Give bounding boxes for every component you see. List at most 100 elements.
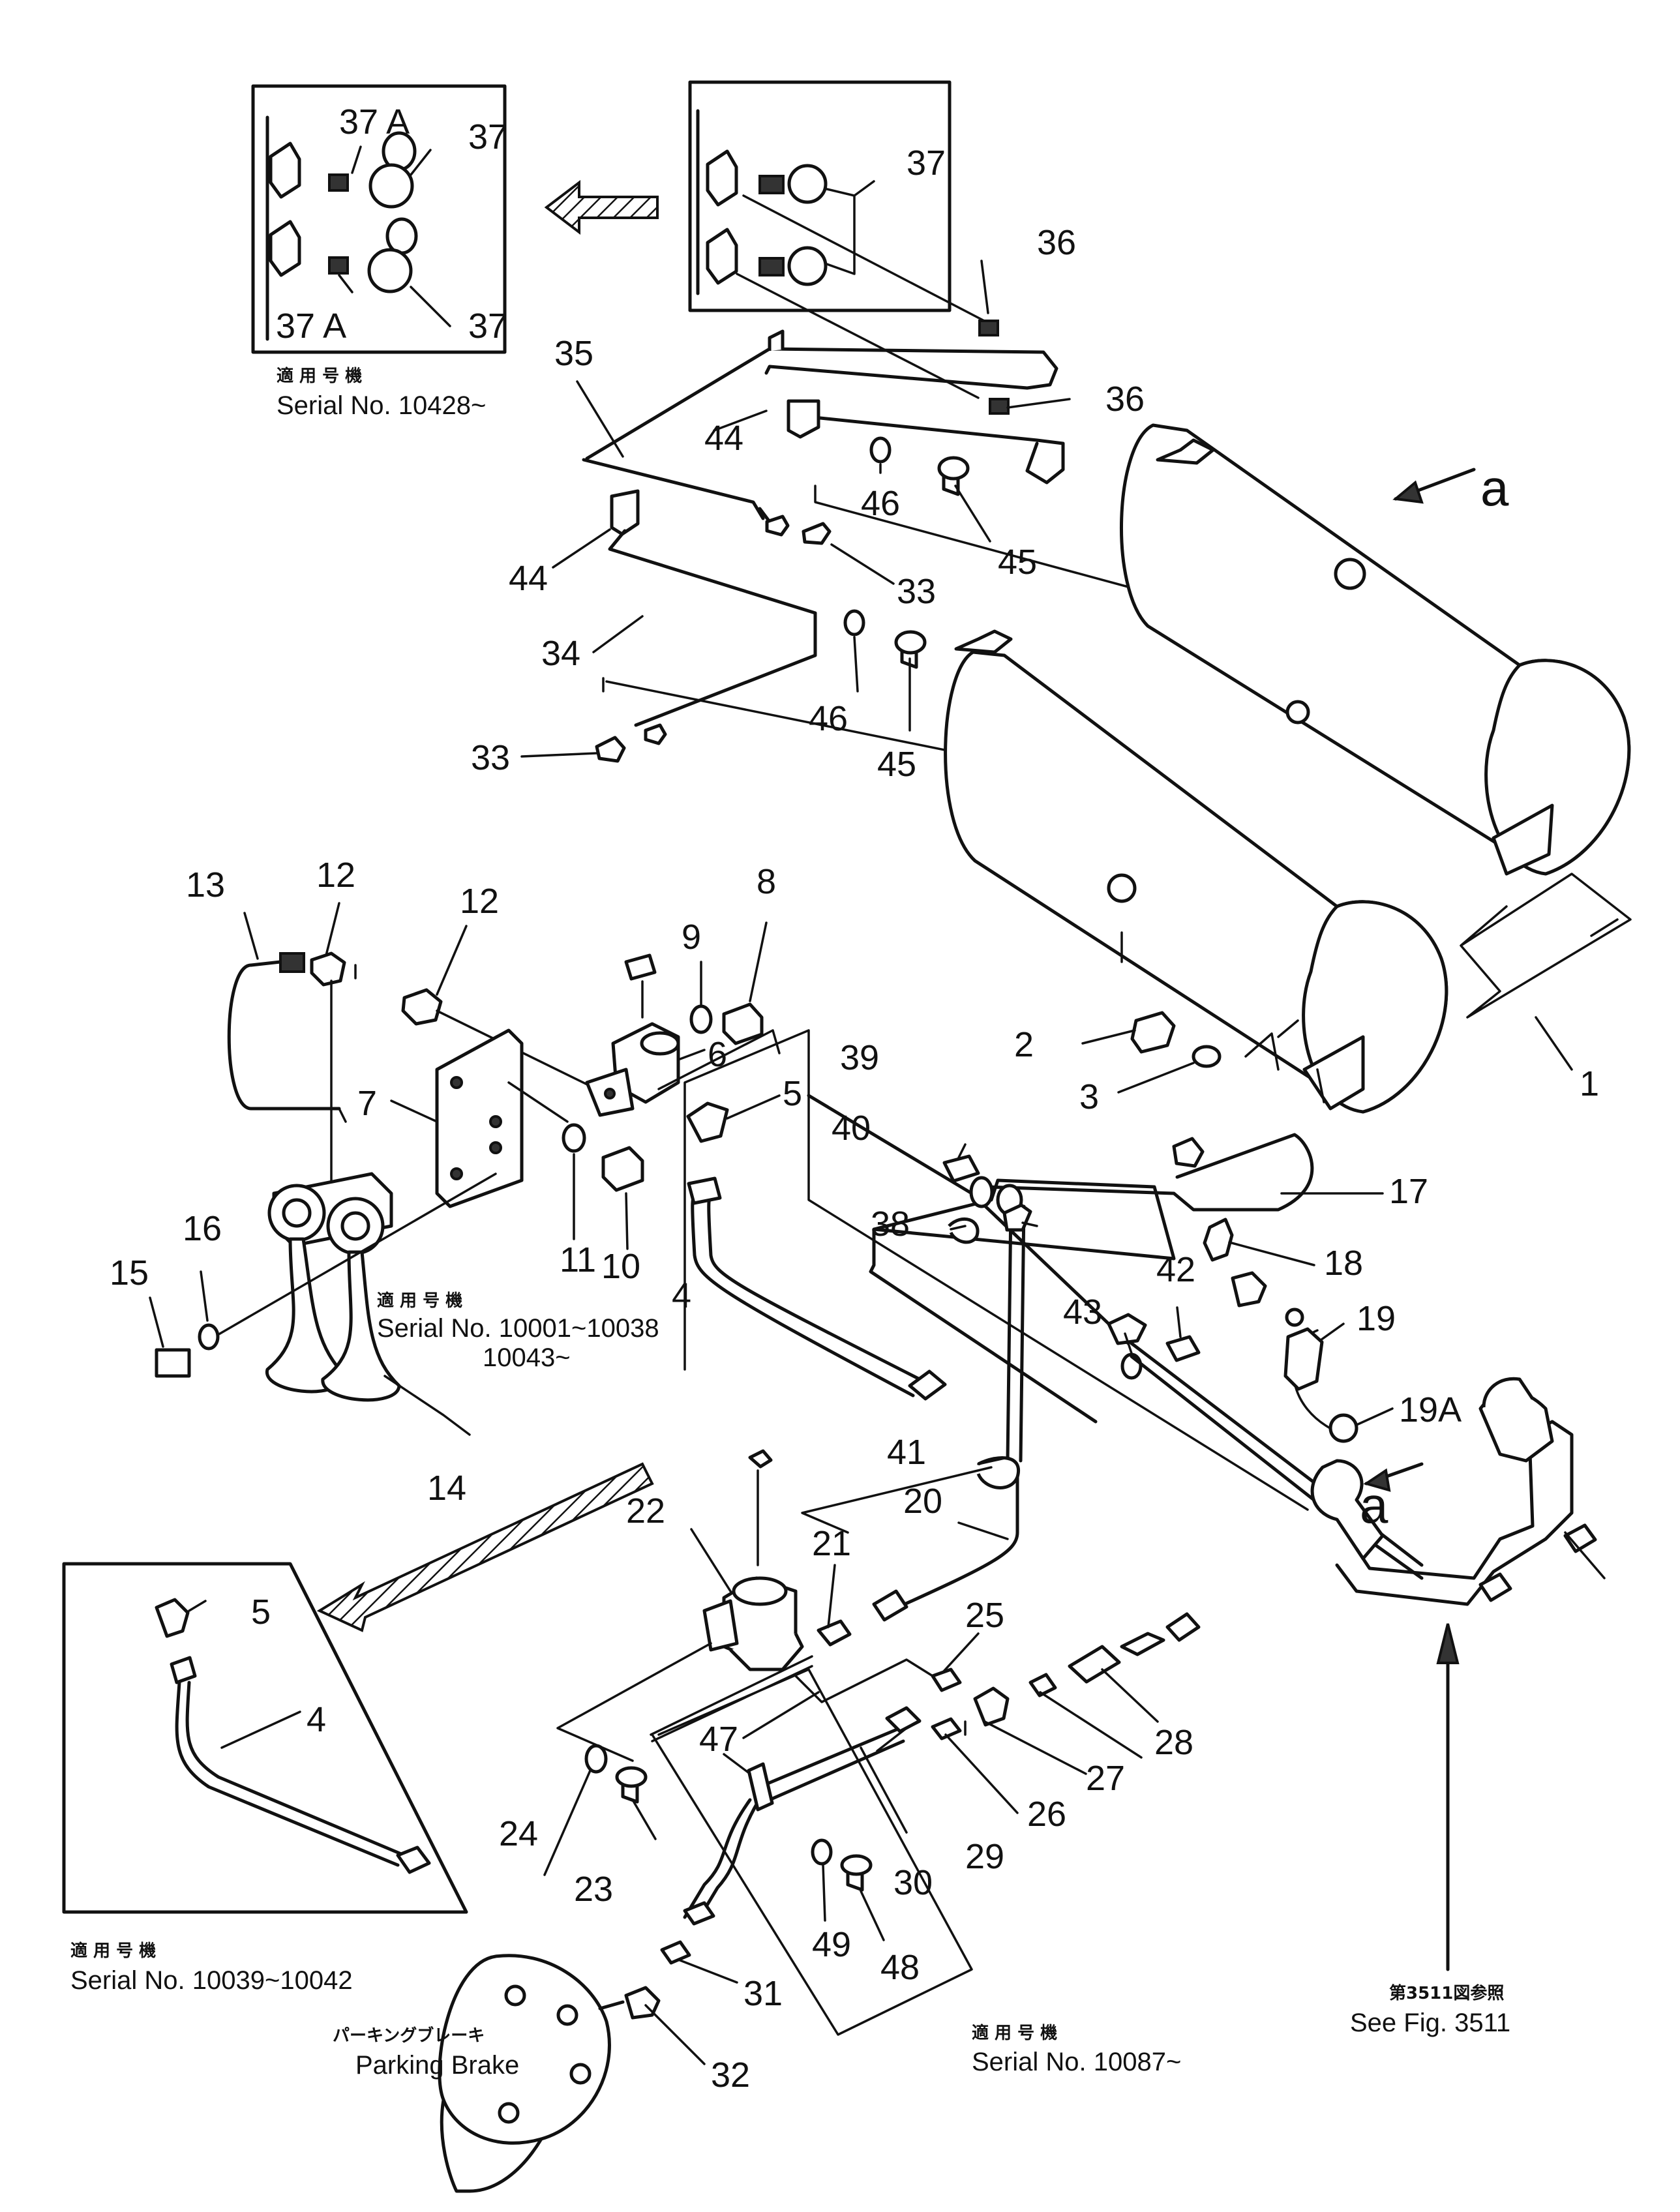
horn-bracket-7: [435, 1028, 524, 1208]
leader-lines: [149, 260, 1573, 2065]
callout-37-right-inset: 37: [907, 143, 946, 183]
washer-9: [689, 1004, 713, 1034]
washer-46-lower: [843, 609, 865, 636]
right-piping: [1130, 1341, 1606, 1971]
callout-20: 20: [903, 1482, 942, 1521]
clamp-44-upper: [787, 399, 820, 439]
callout-2: 2: [1014, 1025, 1034, 1064]
bolt-15: [155, 1348, 191, 1378]
callout-17: 17: [1389, 1172, 1428, 1211]
callout-41: 41: [887, 1433, 926, 1472]
washer-11: [562, 1123, 586, 1153]
callout-22: 22: [626, 1491, 665, 1531]
pipe-to-tank-bracket: [812, 415, 1065, 485]
pipe-20-fitting: [872, 1589, 908, 1622]
pipe-20-vertical: [1006, 1204, 1013, 1463]
callout-5: 5: [783, 1074, 802, 1113]
tank-drain-plug-front: [1107, 873, 1137, 903]
coupler-valve-upper: [787, 164, 828, 204]
note-parking-jp: パーキングブレーキ: [333, 2025, 485, 2046]
pipe-17: [986, 1133, 1314, 1212]
fitting-25: [931, 1667, 962, 1692]
callout-37a-bottom: 37 A: [276, 306, 346, 346]
valve-22-mount: [702, 1599, 739, 1652]
note-serial-10428-jp: 適 用 号 機: [277, 366, 362, 386]
horn-right: [321, 1250, 401, 1402]
inset-frame-couplers: [688, 80, 952, 312]
callout-33-upper: 33: [897, 572, 936, 611]
elbow-12-right: [401, 988, 443, 1026]
inset-couplers: 37: [688, 80, 952, 312]
washer-46-upper: [869, 436, 892, 464]
callout-14: 14: [427, 1469, 466, 1508]
callout-13: 13: [186, 865, 225, 904]
callout-23: 23: [574, 1870, 613, 1909]
callout-37-bottom: 37: [468, 306, 507, 346]
washer-40: [969, 1176, 994, 1208]
callout-11: 11: [560, 1240, 596, 1279]
pipe-20: [888, 1475, 1019, 1613]
pressure-switch-28: [1068, 1645, 1121, 1684]
callout-38: 38: [871, 1204, 910, 1244]
callout-44-upper: 44: [704, 419, 743, 458]
callout-33-lower: 33: [471, 738, 510, 777]
callout-45-upper: 45: [998, 543, 1037, 582]
callout-7: 7: [357, 1084, 377, 1123]
callout-42: 42: [1156, 1250, 1195, 1289]
view-a-label-top: a: [1480, 459, 1509, 516]
note-serial-10087: Serial No. 10087~: [972, 2048, 1181, 2076]
bolt-10: [601, 1146, 644, 1192]
fitting-29: [931, 1717, 962, 1741]
bolt-42: [1165, 1335, 1201, 1362]
inset-serial-10039: [62, 1562, 468, 1914]
parking-brake-valve-22: [556, 1449, 1201, 1804]
note-see-fig-jp: 第3511図参照: [1389, 1983, 1504, 2003]
fitting-36-lower: [989, 398, 1010, 415]
callout-48: 48: [880, 1948, 920, 1987]
callout-27: 27: [1086, 1759, 1125, 1798]
callout-39: 39: [840, 1038, 879, 1077]
hose-30: [683, 1798, 752, 1919]
tee-right: [1563, 1523, 1597, 1553]
note-serial-horn-1: Serial No. 10001~10038: [377, 1314, 659, 1343]
clamp-47: [747, 1762, 774, 1812]
callout-37a-top: 37 A: [339, 102, 410, 142]
pipe-34: [608, 529, 817, 727]
callout-12-right: 12: [460, 882, 499, 921]
hatched-arrow-to-inset: [316, 1462, 654, 1632]
solenoid-valve-6: [585, 953, 764, 1117]
callout-4: 4: [672, 1276, 691, 1315]
tube-13: [227, 963, 341, 1111]
note-serial-10039: Serial No. 10039~10042: [70, 1966, 353, 1995]
horn-assembly: [155, 951, 644, 1436]
note-serial-10087-jp: 適 用 号 機: [972, 2023, 1057, 2043]
upper-piping: [582, 320, 1130, 787]
horn-left: [265, 1237, 348, 1394]
callout-34: 34: [541, 634, 580, 673]
callout-46-upper: 46: [861, 484, 900, 523]
elbow-12-left: [310, 951, 346, 987]
note-parking: Parking Brake: [355, 2051, 519, 2080]
fitting-31: [660, 1940, 691, 1965]
fitting-33-upper: [802, 522, 832, 545]
hose-4-inset: [175, 1681, 400, 1867]
brake-chamber-body: [438, 1954, 611, 2145]
callout-3: 3: [1079, 1077, 1099, 1116]
callout-18: 18: [1324, 1244, 1363, 1283]
callout-19a: 19A: [1399, 1390, 1462, 1429]
callout-9: 9: [682, 918, 701, 957]
callout-26: 26: [1027, 1795, 1066, 1834]
fitting-36-upper: [978, 320, 999, 336]
callout-28: 28: [1154, 1723, 1193, 1762]
pipe-17-fitting: [1172, 1137, 1205, 1168]
callout-19: 19: [1357, 1299, 1396, 1338]
cap-19a: [1328, 1413, 1358, 1443]
callout-47: 47: [699, 1720, 738, 1759]
callout-30: 30: [893, 1863, 933, 1902]
tank-strap-rear-foot: [1492, 803, 1554, 876]
pipe-35: [585, 347, 1058, 460]
callout-25: 25: [965, 1596, 1004, 1635]
fitting-27: [1028, 1673, 1057, 1697]
note-see-fig: See Fig. 3511: [1350, 2009, 1510, 2037]
